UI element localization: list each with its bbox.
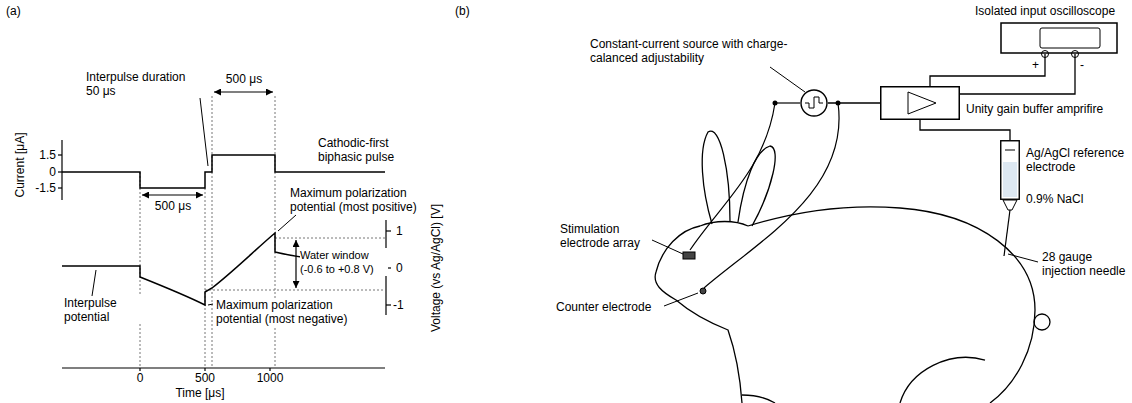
rabbit-paw [742, 395, 775, 403]
reference-electrode: Ag/AgCl reference electrode0.9% NaCl [1000, 140, 1020, 200]
needle [1004, 210, 1010, 256]
art-line [212, 96, 213, 368]
pin-label: - [1080, 58, 1084, 72]
tick-label: 0 [49, 165, 56, 179]
node-label: 0.9% NaCl [1026, 192, 1130, 206]
oscilloscope: Isolated input oscilloscope [1000, 22, 1118, 54]
buffer-amplifier-outline [880, 86, 960, 120]
axis-title: Current [μA] [13, 133, 27, 198]
wire [775, 102, 800, 103]
art-line [275, 238, 385, 239]
duration-arrow [214, 91, 273, 92]
time-axis [62, 367, 385, 368]
annotation: Maximum polarization potential (most neg… [216, 298, 356, 326]
tick [386, 230, 391, 231]
leader-line [92, 270, 96, 296]
wire [960, 54, 1075, 94]
electrode-wire [1005, 150, 1015, 151]
pulse-icon [805, 97, 823, 108]
rabbit-body [748, 207, 1035, 403]
tick [58, 154, 62, 155]
node-label: Constant-current source with charge-cala… [590, 37, 790, 65]
needle-hub [1003, 200, 1017, 210]
annotation: Interpulse duration 50 μs [86, 70, 198, 98]
tick-label: 0 [396, 261, 403, 275]
annotation: Maximum polarization potential (most pos… [290, 186, 426, 214]
tick-label: 1 [396, 224, 403, 238]
leader-line [1008, 254, 1038, 262]
panel-letter: (b) [455, 4, 470, 18]
leader-line [200, 98, 208, 166]
axis-title: Voltage (vs Ag/AgCl) [V] [429, 204, 443, 332]
oscilloscope-body [1001, 23, 1117, 53]
dimension: 500 μs [226, 72, 262, 86]
pin-label: + [1032, 58, 1039, 72]
annotation: Water window (-0.6 to +0.8 V) [300, 248, 388, 276]
amplifier-box [881, 87, 960, 120]
panel-a-plot [58, 92, 391, 372]
node-label: Isolated input oscilloscope [975, 4, 1115, 18]
tick [386, 304, 391, 305]
current-source: Constant-current source with charge-cala… [800, 89, 828, 117]
tick-label: 1.5 [39, 148, 56, 162]
amplifier-symbol [908, 92, 936, 114]
leader-line [770, 67, 805, 92]
window-arrow [295, 240, 296, 288]
wire [930, 54, 1045, 86]
junction-dot [773, 101, 778, 106]
wire [704, 103, 839, 288]
dimension: 500 μs [155, 199, 191, 213]
art-line [205, 188, 206, 368]
oscilloscope-outline [1000, 22, 1118, 54]
node-label: Ag/AgCl reference electrode [1026, 146, 1130, 174]
tick-label: 0 [137, 371, 144, 385]
rabbit [655, 131, 1050, 403]
tick-label: -1.5 [35, 181, 56, 195]
rabbit-head [700, 222, 748, 227]
reference-electrode-outline [1000, 140, 1020, 200]
node-label: Unity gain buffer amprifire [966, 102, 1103, 116]
rabbit-ear [702, 131, 730, 224]
tick-label: 1000 [257, 371, 284, 385]
leader-line [652, 240, 683, 254]
part-label: 28 gauge injection needle [1042, 250, 1130, 278]
tick-label: -1 [393, 298, 404, 312]
buffer-amplifier: Unity gain buffer amprifire [880, 86, 960, 120]
panel-letter: (a) [6, 4, 21, 18]
leader-line [208, 304, 213, 305]
tick-label: 500 [195, 371, 215, 385]
counter-electrode [700, 288, 706, 294]
rabbit-head [655, 226, 742, 403]
rabbit-tail [1034, 314, 1050, 330]
annotation: Cathodic-first biphasic pulse [318, 136, 418, 164]
rabbit-leg [900, 357, 985, 403]
duration-arrow [142, 194, 203, 195]
saline-fill [1003, 162, 1017, 197]
oscilloscope-screen [1040, 28, 1100, 48]
axis-title: Time [μs] [175, 386, 224, 400]
current-axis [61, 140, 62, 200]
part-label: Counter electrode [556, 300, 651, 314]
art-line [205, 290, 385, 291]
tick [58, 171, 62, 172]
source-symbol [801, 90, 827, 116]
leader-line [664, 293, 698, 306]
annotation: Interpulse potential [64, 296, 144, 324]
syringe-barrel [1001, 141, 1020, 200]
wire [690, 103, 775, 250]
electrode-array [683, 252, 695, 259]
tick [58, 187, 62, 188]
part-label: Stimulation electrode array [560, 222, 652, 250]
leader-line [278, 215, 296, 231]
current-source-outline [800, 89, 828, 117]
wire [828, 102, 880, 103]
wire [920, 120, 1010, 140]
